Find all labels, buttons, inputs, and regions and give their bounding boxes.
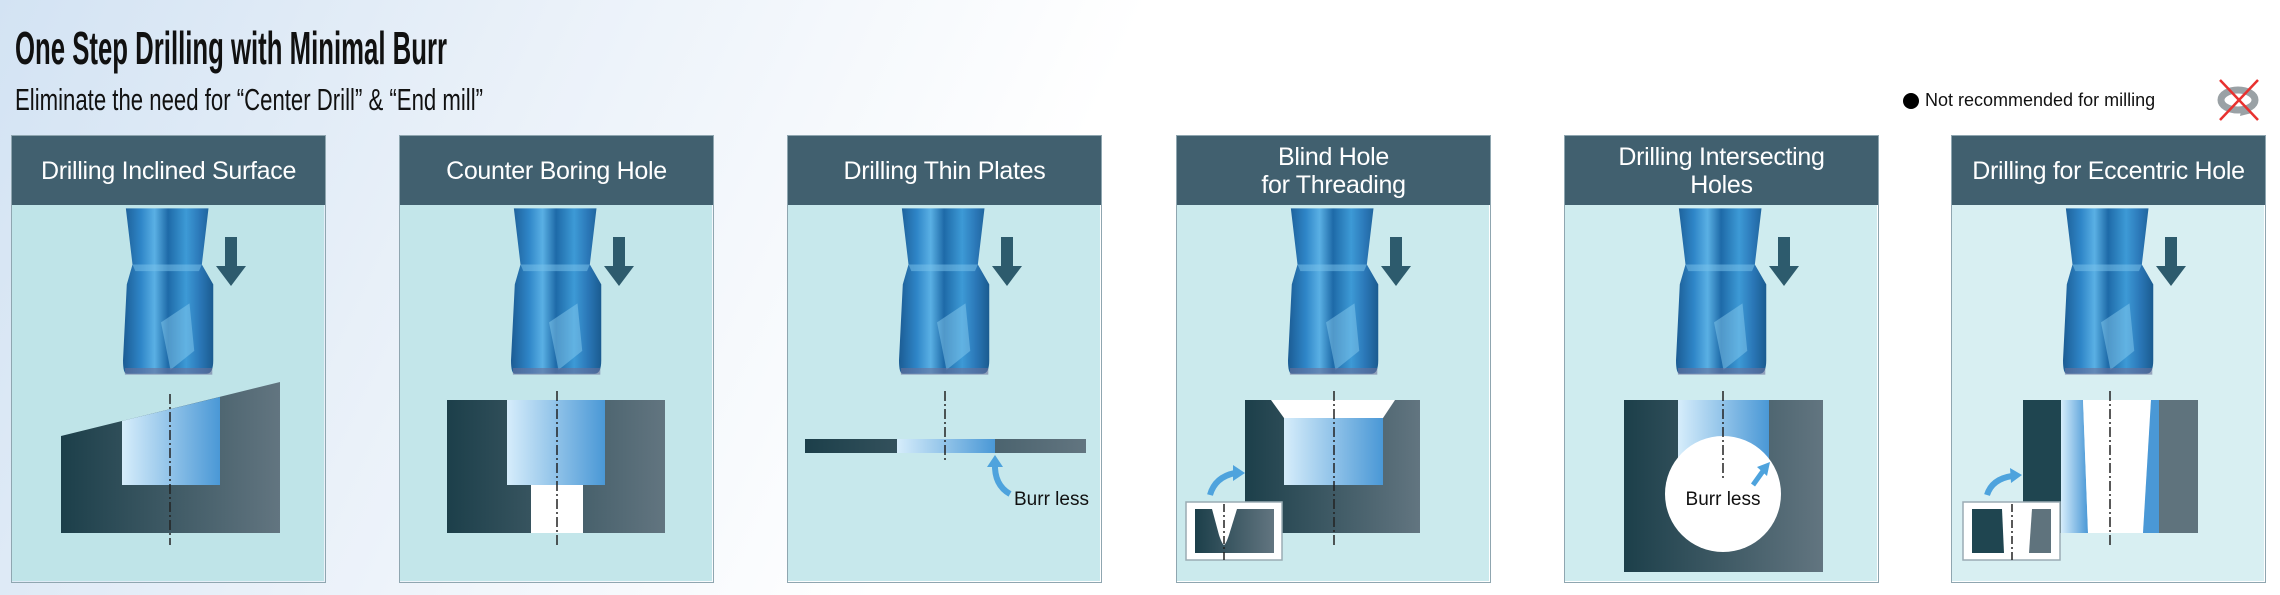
- down-arrow-icon: [2156, 237, 2186, 286]
- curved-arrow-icon: [1984, 473, 2013, 497]
- panel-counter-boring: Counter Boring Hole: [399, 135, 714, 583]
- burr-arrow-icon: [991, 462, 1012, 497]
- curved-arrow-icon: [1207, 470, 1236, 496]
- panel-illustration: Burr less: [788, 205, 1100, 581]
- drill-icon: [899, 208, 990, 375]
- panel-title-line2: for Threading: [1261, 170, 1406, 199]
- panel-inclined-surface: Drilling Inclined Surface: [11, 135, 326, 583]
- panel-illustration: Burr less: [1565, 205, 1877, 581]
- cross-hole: [1665, 436, 1781, 552]
- burr-arrowhead-icon: [1757, 462, 1770, 476]
- eccentric-hole: [2083, 400, 2151, 533]
- panel-title-line1: Blind Hole: [1278, 142, 1389, 171]
- burr-less-label: Burr less: [1014, 489, 1089, 510]
- drill-icon: [2063, 208, 2154, 375]
- counterbore: [507, 400, 605, 485]
- panel-title: Drilling for Eccentric Hole: [1972, 156, 2245, 185]
- panel-title: Drilling Inclined Surface: [40, 156, 297, 185]
- down-arrow-icon: [992, 237, 1022, 286]
- hole-wall-right: [2143, 400, 2159, 533]
- bullet-icon: [1903, 92, 1919, 109]
- page-title: One Step Drilling with Minimal Burr: [15, 22, 447, 74]
- down-arrow-icon: [1381, 237, 1411, 286]
- burr-arrowhead-icon: [987, 455, 1003, 467]
- panel-header: Drilling Thin Plates: [788, 136, 1101, 205]
- burr-less-label: Burr less: [1686, 489, 1761, 510]
- panel-header: Counter Boring Hole: [400, 136, 713, 205]
- drill-icon: [511, 208, 602, 375]
- panel-title-line1: Drilling Intersecting: [1618, 142, 1825, 171]
- panel-illustration: [12, 205, 324, 581]
- curved-arrowhead-icon: [2010, 468, 2022, 483]
- panel-title: Counter Boring Hole: [446, 156, 667, 185]
- legend-text: Not recommended for milling: [1925, 90, 2156, 110]
- title-block: One Step Drilling with Minimal Burr Elim…: [15, 22, 483, 117]
- panel-header: Drilling Inclined Surface: [12, 136, 325, 205]
- down-arrow-icon: [216, 237, 246, 286]
- hole-wall-left: [2061, 400, 2088, 533]
- inset-left-wall: [1972, 509, 2004, 553]
- countersink: [1271, 400, 1395, 418]
- panel-title: Drilling Thin Plates: [843, 156, 1046, 185]
- no-milling-icon: [2217, 79, 2259, 121]
- page-subtitle: Eliminate the need for “Center Drill” & …: [15, 82, 483, 117]
- panel-thin-plates: Drilling Thin Plates Burr less: [787, 135, 1102, 583]
- drill-icon: [123, 208, 214, 375]
- panel-illustration: [1177, 205, 1489, 581]
- drilled-hole: [897, 439, 995, 453]
- down-arrow-icon: [604, 237, 634, 286]
- drill-icon: [1288, 208, 1379, 375]
- down-arrow-icon: [1769, 237, 1799, 286]
- burr-arrow-icon: [1750, 469, 1766, 487]
- inset-right-wall: [2029, 509, 2051, 553]
- legend: Not recommended for milling: [1903, 90, 2155, 111]
- workpiece-right: [2159, 400, 2198, 533]
- drill-icon: [1676, 208, 1767, 375]
- panel-eccentric-hole: Drilling for Eccentric Hole: [1951, 135, 2266, 583]
- panel-illustration: [1952, 205, 2264, 581]
- panel-header: Drilling for Eccentric Hole: [1952, 136, 2265, 205]
- curved-arrowhead-icon: [1233, 465, 1245, 481]
- panel-title-line2: Holes: [1690, 170, 1753, 199]
- drilled-hole: [122, 397, 220, 485]
- panel-illustration: [400, 205, 712, 581]
